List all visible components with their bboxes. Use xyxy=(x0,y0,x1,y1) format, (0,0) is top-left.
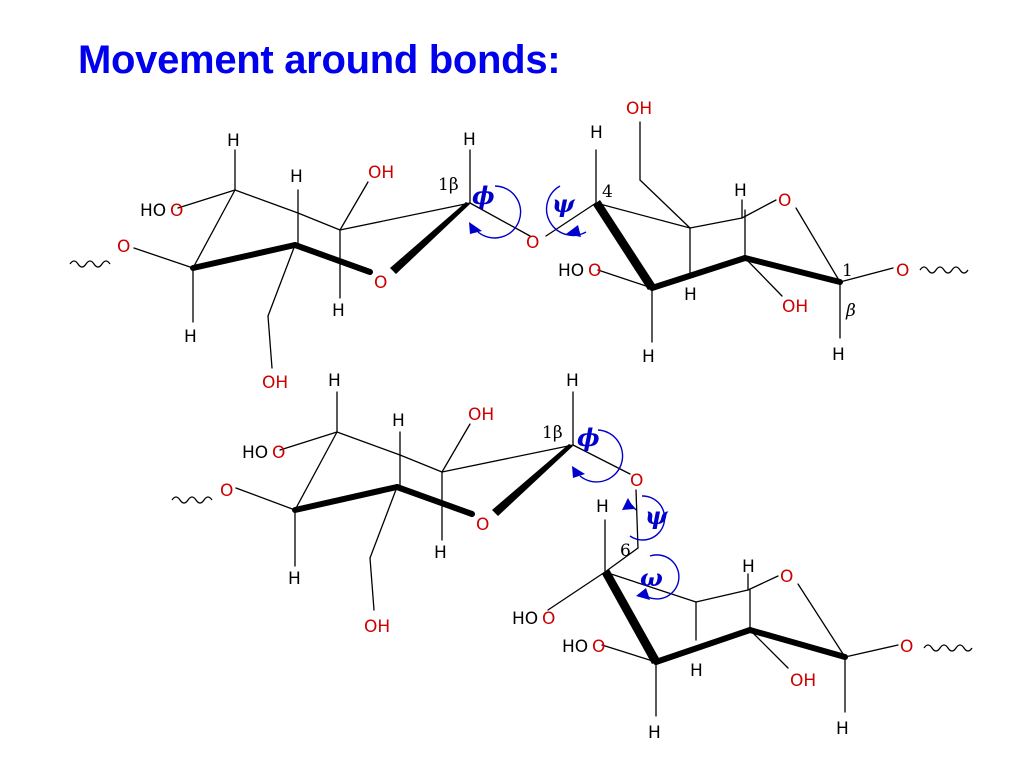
top-oh-1: OH xyxy=(368,163,394,183)
top-h-8: H xyxy=(684,285,697,305)
top-h-7: H xyxy=(734,181,747,201)
top-ho-2: HO xyxy=(558,261,584,281)
top-right-chain xyxy=(919,266,969,274)
top-labels: H H HO O OH O O H H OH H 1β ϕ O ψ 4 H OH… xyxy=(117,99,909,393)
top-c4-label: 4 xyxy=(602,182,613,202)
top-oh-4: OH xyxy=(782,297,808,317)
bottom-oh-2: OH xyxy=(364,617,390,637)
top-o-link-right: O xyxy=(896,261,909,281)
bottom-h-9: H xyxy=(648,723,661,743)
top-psi-rotation xyxy=(545,185,587,237)
top-c1b-label: 1β xyxy=(438,175,459,195)
bottom-phi-rotation xyxy=(572,429,624,483)
top-h-10: H xyxy=(832,345,845,365)
top-structure: H H HO O OH O O H H OH H 1β ϕ O ψ 4 H OH… xyxy=(69,99,969,393)
bottom-h-2: H xyxy=(392,411,405,431)
top-ho-1-o: O xyxy=(170,201,183,221)
top-phi-rotation xyxy=(469,185,522,239)
bottom-omega-label: ω xyxy=(640,563,663,592)
bottom-ho-2-o: O xyxy=(542,609,555,629)
bottom-oh-3: OH xyxy=(790,671,816,691)
top-h-5: H xyxy=(463,130,476,150)
bottom-o-link-right: O xyxy=(900,637,913,657)
top-phi-label: ϕ xyxy=(472,181,495,210)
top-h-3: H xyxy=(184,327,197,347)
top-oh-3: OH xyxy=(626,99,652,119)
bottom-h-6: H xyxy=(596,497,609,517)
top-wedge-2 xyxy=(593,200,656,290)
page-title: Movement around bonds: xyxy=(78,38,561,82)
bottom-oh-1: OH xyxy=(468,405,494,425)
top-ring-o-right: O xyxy=(778,191,791,211)
bottom-labels: H H HO O OH O O H H OH H 1β ϕ O ψ H 6 ω … xyxy=(220,371,913,743)
bottom-ho-1: HO xyxy=(242,443,268,463)
bottom-left-ring xyxy=(235,391,631,611)
top-left-chain xyxy=(69,260,111,268)
top-ho-1: HO xyxy=(140,201,166,221)
bottom-h-4: H xyxy=(434,543,447,563)
top-h-9: H xyxy=(642,347,655,367)
top-c1-label: 1 xyxy=(842,261,853,281)
bottom-h-1: H xyxy=(328,371,341,391)
bottom-ring-o-left: O xyxy=(476,515,489,535)
bottom-o-link-left: O xyxy=(220,481,233,501)
bottom-ho-3: HO xyxy=(562,637,588,657)
top-psi-label: ψ xyxy=(552,189,576,218)
bottom-right-chain xyxy=(923,644,973,652)
bottom-h-5: H xyxy=(566,371,579,391)
top-glycosidic-o: O xyxy=(526,233,539,253)
bottom-psi-label: ψ xyxy=(645,501,669,530)
bottom-ho-2: HO xyxy=(512,609,538,629)
bottom-h-7: H xyxy=(742,557,755,577)
bottom-ring-o-right: O xyxy=(780,567,793,587)
top-h-6: H xyxy=(590,123,603,143)
top-ring-o-left: O xyxy=(374,273,387,293)
bottom-c6-label: 6 xyxy=(620,541,631,561)
bottom-ho-3-o: O xyxy=(592,637,605,657)
bottom-right-ring xyxy=(547,489,899,717)
top-o-link-left: O xyxy=(117,237,130,257)
top-left-ring xyxy=(133,149,531,369)
bottom-wedge-2 xyxy=(602,569,660,664)
top-right-ring xyxy=(545,121,894,343)
top-ho-2-o: O xyxy=(588,261,601,281)
bottom-phi-label: ϕ xyxy=(577,423,600,452)
bottom-psi-rotation xyxy=(622,495,666,541)
top-h-1: H xyxy=(227,131,240,151)
bottom-h-10: H xyxy=(836,719,849,739)
top-wedge-1 xyxy=(390,202,470,274)
top-oh-2: OH xyxy=(262,373,288,393)
top-h-4: H xyxy=(332,301,345,321)
bottom-left-chain xyxy=(171,496,213,504)
bottom-c1b-label: 1β xyxy=(542,423,563,443)
top-beta-label: β xyxy=(845,301,856,321)
bottom-h-3: H xyxy=(288,569,301,589)
bottom-h-8: H xyxy=(690,661,703,681)
bottom-ho-1-o: O xyxy=(272,443,285,463)
bottom-wedge-1 xyxy=(492,444,573,516)
bottom-structure: H H HO O OH O O H H OH H 1β ϕ O ψ H 6 ω … xyxy=(171,371,973,743)
bottom-omega-rotation xyxy=(636,554,680,600)
top-h-2: H xyxy=(290,167,303,187)
bottom-glycosidic-o: O xyxy=(630,471,643,491)
